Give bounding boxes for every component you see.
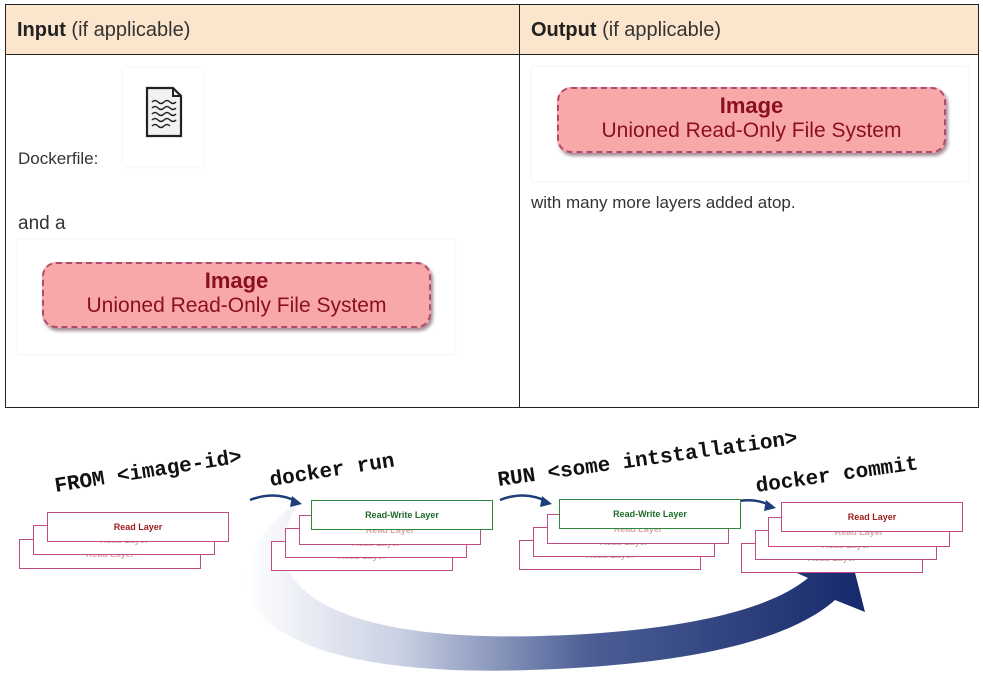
input-image-subtitle: Unioned Read-Only File System xyxy=(86,294,387,317)
stack2-rw-layer: Read-Write Layer xyxy=(311,500,493,530)
input-image-card: Image Unioned Read-Only File System xyxy=(18,240,454,354)
input-image-title: Image xyxy=(204,268,269,293)
stack3-rw-layer: Read-Write Layer xyxy=(559,499,741,529)
output-header: Output (if applicable) xyxy=(520,5,978,55)
output-image-subtitle: Unioned Read-Only File System xyxy=(601,119,902,142)
input-image-box: Image Unioned Read-Only File System xyxy=(42,262,431,328)
output-column: Output (if applicable) Image Unioned Rea… xyxy=(520,5,978,407)
input-column: Input (if applicable) Dockerfile: and a … xyxy=(6,5,520,407)
input-header: Input (if applicable) xyxy=(6,5,519,55)
document-icon xyxy=(145,86,183,138)
arrow-run-to-rw xyxy=(499,494,549,504)
cycle-arrow-shape xyxy=(246,500,866,671)
input-output-table: Input (if applicable) Dockerfile: and a … xyxy=(5,4,979,408)
and-a-text: and a xyxy=(18,213,66,234)
output-image-title: Image xyxy=(719,93,784,118)
output-header-label: Output xyxy=(531,19,597,41)
dockerfile-label: Dockerfile: xyxy=(18,149,99,168)
output-header-note: (if applicable) xyxy=(596,19,722,41)
output-note: with many more layers added atop. xyxy=(531,193,796,212)
dockerfile-icon-card xyxy=(123,68,203,166)
stack1-layer-1: Read Layer xyxy=(47,512,229,542)
stack4-layer-1: Read Layer xyxy=(781,502,963,532)
arrow-from-to-run xyxy=(249,494,299,504)
output-image-box: Image Unioned Read-Only File System xyxy=(557,87,946,153)
input-header-label: Input xyxy=(17,19,66,41)
input-header-note: (if applicable) xyxy=(65,19,191,41)
output-image-card: Image Unioned Read-Only File System xyxy=(532,67,968,181)
